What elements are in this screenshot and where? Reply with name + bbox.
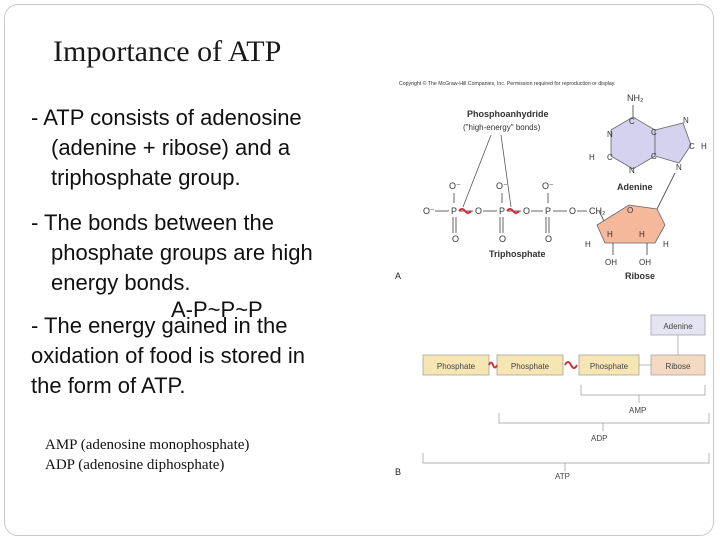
pointer-line [500,134,512,208]
phosphate-box-label: Phosphate [511,362,550,371]
ribose-box-label: Ribose [666,362,691,371]
atom-p: P [451,206,457,216]
atp-structure-figure: Copyright © The McGraw-Hill Companies, I… [395,80,710,481]
bullet-line: (adenine + ribose) and a [51,135,291,160]
atom-oh: OH [639,258,651,267]
atom-h: H [663,240,669,249]
atom-h: H [585,240,591,249]
ribose-ring [596,204,666,244]
atom-nh2: NH₂ [627,93,644,103]
atom-o: O [452,234,459,244]
slide-title: Importance of ATP [53,35,282,68]
atom-n: N [607,130,613,139]
adenine-box-label: Adenine [663,322,693,331]
high-energy-bond-1 [458,208,472,214]
atom-p: P [499,206,505,216]
abbreviation-adp: ADP (adenosine diphosphate) [45,457,225,473]
high-energy-bond-b1 [488,361,498,369]
bullet-line: - The energy gained in the [31,313,288,338]
atom-n: N [683,116,689,125]
phosphoanhydride-label: Phosphoanhydride [467,109,549,119]
bullet-line: - ATP consists of adenosine [31,105,302,130]
atom-c: C [689,142,695,151]
atom-h: H [589,153,595,162]
atom-n: N [676,163,682,172]
atom-n: N [629,166,635,175]
phosphate-box-label: Phosphate [590,362,629,371]
atom-o-minus: O⁻ [496,181,508,191]
slide: Importance of ATP - ATP consists of aden… [4,4,714,536]
high-energy-bond-b2 [564,361,578,369]
amp-bracket-label: AMP [629,406,646,415]
atom-c: C [607,153,613,162]
phosphate-bonds [435,193,587,233]
adenine-label: Adenine [617,182,653,192]
panel-b-label: B [395,467,401,477]
phosphoanhydride-sublabel: ("high-energy" bonds) [463,123,541,132]
atom-c: C [629,117,635,126]
figure-copyright: Copyright © The McGraw-Hill Companies, I… [399,80,615,87]
atom-o: O [569,206,576,216]
bullet-line: energy bonds. [51,270,191,295]
phosphate-box-label: Phosphate [437,362,476,371]
atom-o-minus: O⁻ [542,181,554,191]
adp-bracket-label: ADP [591,434,607,443]
ribose-label: Ribose [625,271,655,281]
atom-o: O [523,206,530,216]
bullet-line: triphosphate group. [51,165,241,190]
bullet-line: - The bonds between the [31,210,274,235]
triphosphate-chain: O⁻ P O P O P O CH₂ O⁻ O⁻ O⁻ O O O [423,181,606,244]
panel-a-label: A [395,271,401,281]
bullet-line: oxidation of food is stored in [31,343,305,368]
atom-o-minus: O⁻ [423,206,435,216]
bullet-high-energy-bonds: - The bonds between the phosphate groups… [31,208,313,298]
atp-formula-overlay: A-P~P~P [171,297,263,322]
atom-c: C [651,152,657,161]
atp-bracket-label: ATP [555,472,570,481]
atom-h: H [607,230,613,239]
bullet-atp-composition: - ATP consists of adenosine (adenine + r… [31,103,302,193]
bullet-line: phosphate groups are high [51,240,313,265]
abbreviation-amp: AMP (adenosine monophosphate) [45,437,250,453]
triphosphate-label: Triphosphate [489,249,546,259]
atom-oh: OH [605,258,617,267]
adenine-five-ring [654,122,692,164]
bullet-energy-storage: - The energy gained in the oxidation of … [31,311,305,401]
atom-o: O [475,206,482,216]
atom-h: H [701,142,707,151]
nucleotide-brackets [422,385,710,471]
pointer-line [462,134,492,208]
atom-o: O [499,234,506,244]
atom-o-minus: O⁻ [449,181,461,191]
atom-h: H [639,230,645,239]
atom-p: P [545,206,551,216]
atom-o: O [627,206,633,215]
bullet-line: the form of ATP. [31,373,186,398]
atom-ch2: CH₂ [589,206,606,216]
atom-o: O [545,234,552,244]
abbreviation-list: AMP (adenosine monophosphate) ADP (adeno… [45,435,249,475]
atom-c: C [651,128,657,137]
high-energy-bond-2 [506,208,520,214]
